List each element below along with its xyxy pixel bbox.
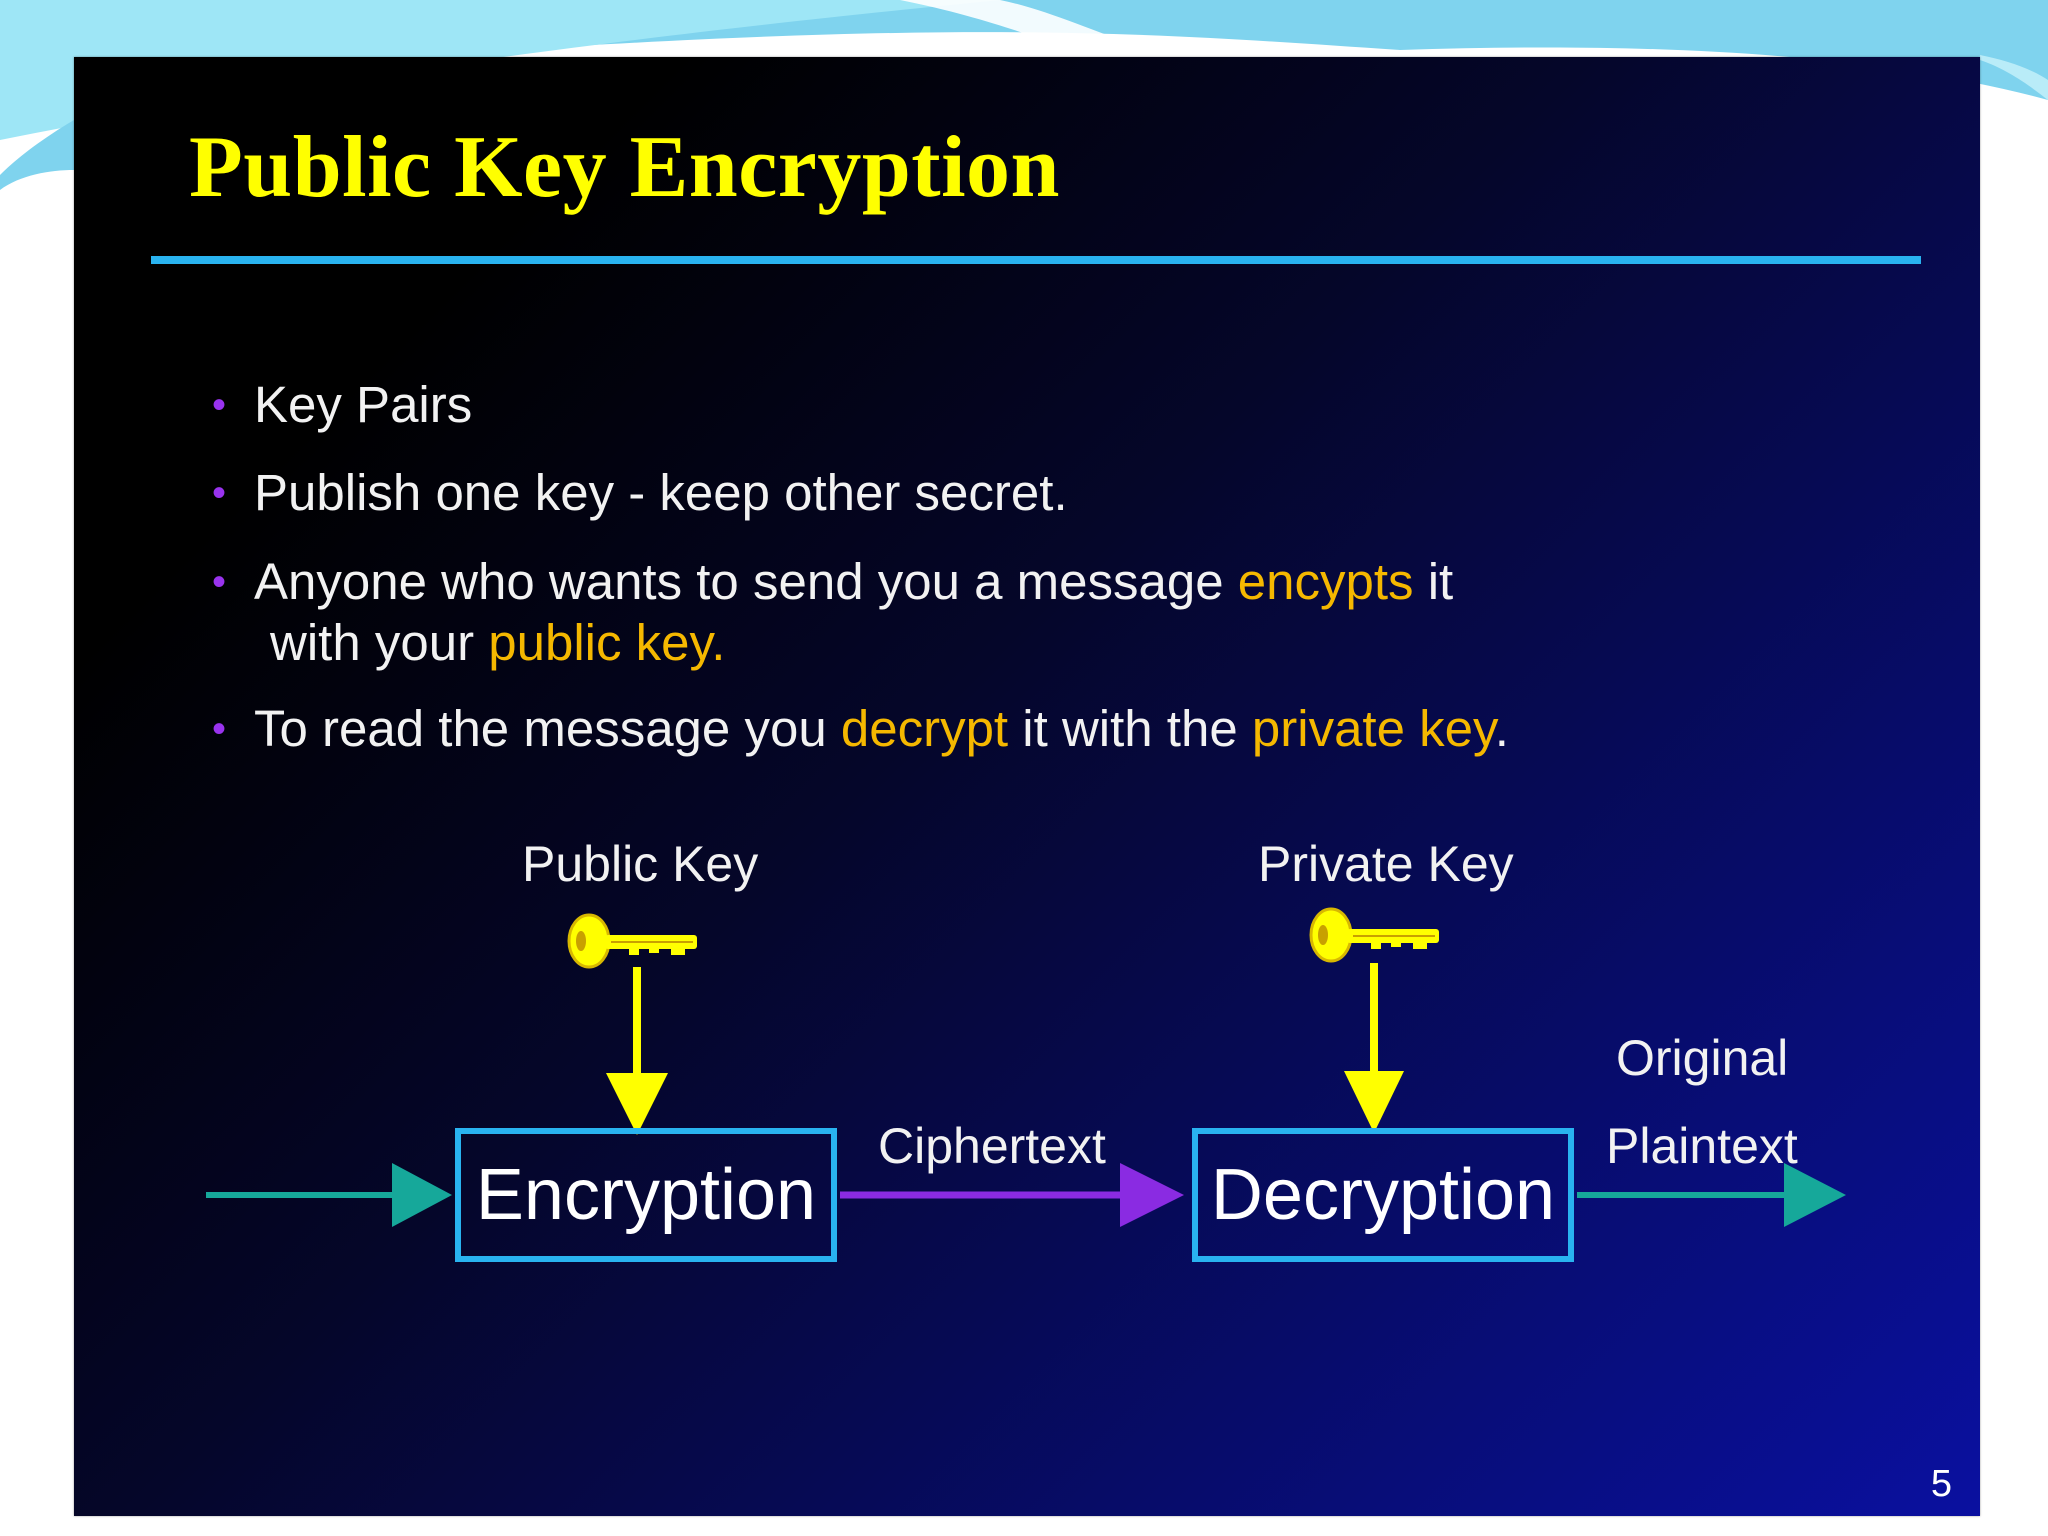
highlight-text: decrypt	[840, 700, 1009, 757]
bullet-text: Anyone who wants to send you a message e…	[254, 552, 1453, 612]
bullet-dot-icon: •	[212, 707, 227, 751]
bullet-text: Publish one key - keep other secret.	[254, 464, 1068, 521]
bullet-text-part: with your	[270, 614, 489, 671]
page-number: 5	[1930, 1463, 1952, 1505]
private-key-arrow	[1344, 963, 1404, 1133]
private-key-label: Private Key	[1258, 836, 1514, 892]
public-key-label: Public Key	[522, 836, 759, 892]
highlight-text: public key.	[488, 614, 726, 671]
public-key-icon	[567, 913, 697, 969]
bullet-text-part: it with the	[1008, 700, 1252, 757]
highlight-text: private key	[1251, 700, 1495, 757]
private-key-icon	[1309, 907, 1439, 963]
bullet-text-part: .	[1494, 700, 1509, 757]
bullet-dot-icon: •	[212, 560, 227, 604]
input-arrow	[206, 1163, 452, 1227]
plaintext-label: Plaintext	[1606, 1118, 1798, 1174]
ciphertext-label: Ciphertext	[878, 1118, 1106, 1174]
bullet-text: with your public key.	[270, 613, 725, 673]
slide: Public Key Encryption • Key Pairs • Publ…	[74, 57, 1980, 1516]
original-label: Original	[1616, 1030, 1789, 1086]
highlight-text: encypts	[1237, 553, 1414, 610]
bullet-dot-icon: •	[212, 471, 227, 515]
decryption-box: Decryption	[1192, 1128, 1574, 1262]
encryption-diagram	[206, 907, 1846, 1227]
title-underline	[151, 256, 1921, 264]
bullet-text-part: it	[1413, 553, 1454, 610]
slide-title: Public Key Encryption	[189, 119, 1060, 216]
bullet-dot-icon: •	[212, 383, 227, 427]
bullet-text-part: Anyone who wants to send you a message	[254, 553, 1238, 610]
bullet-text: To read the message you decrypt it with …	[254, 699, 1509, 759]
bullet-text: Key Pairs	[254, 376, 473, 433]
public-key-arrow	[606, 967, 668, 1135]
encryption-box: Encryption	[455, 1128, 837, 1262]
bullet-text-part: To read the message you	[254, 700, 841, 757]
